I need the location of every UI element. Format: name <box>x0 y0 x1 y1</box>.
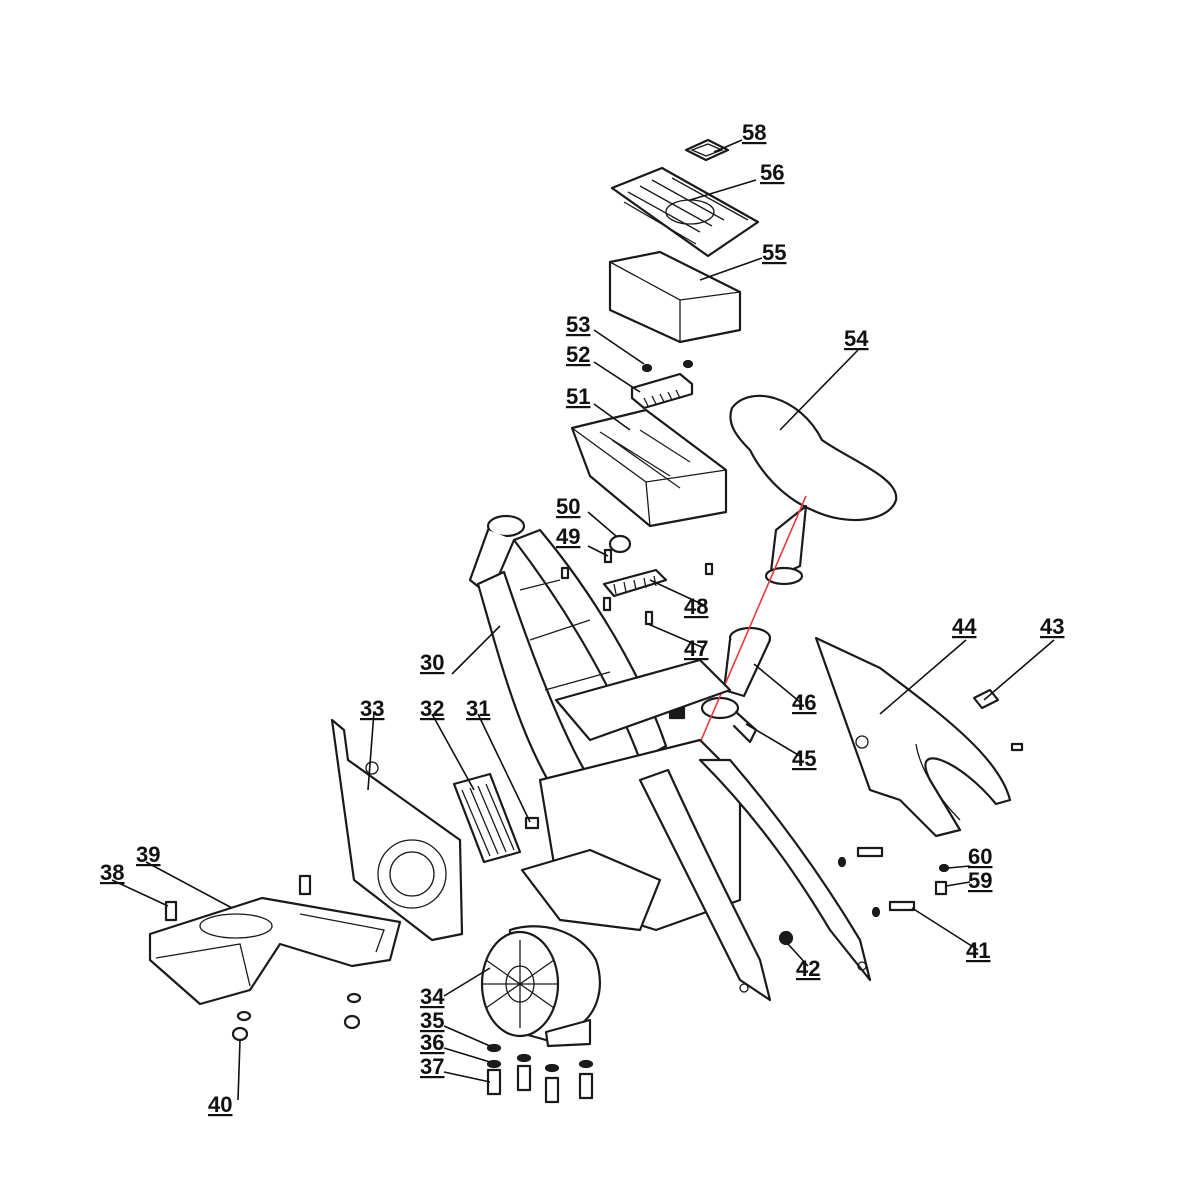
callout-32: 32 <box>420 696 444 721</box>
callout-48: 48 <box>684 594 708 619</box>
callout-43: 43 <box>1040 614 1064 639</box>
part-35-washer <box>486 1043 502 1053</box>
callout-54: 54 <box>844 326 869 351</box>
part-33-side-cover <box>330 718 464 942</box>
callout-42: 42 <box>796 956 820 981</box>
callout-36: 36 <box>420 1030 444 1055</box>
callout-51: 51 <box>566 384 590 409</box>
part-41-axle-bolts <box>837 846 916 918</box>
part-53-nuts <box>641 359 694 373</box>
callout-39: 39 <box>136 842 160 867</box>
callout-58: 58 <box>742 120 766 145</box>
part-44-fender <box>814 636 1012 838</box>
callout-31: 31 <box>466 696 490 721</box>
part-55-battery <box>608 250 742 344</box>
part-56-top-cover <box>610 166 760 258</box>
part-50-knob <box>608 534 632 554</box>
part-46-sleeve <box>722 626 772 698</box>
callout-56: 56 <box>760 160 784 185</box>
callout-30: 30 <box>420 650 444 675</box>
callout-33: 33 <box>360 696 384 721</box>
part-48-controller <box>602 568 668 598</box>
part-60-washer <box>938 863 950 873</box>
part-58-plate <box>684 138 730 162</box>
part-36-washers <box>486 1053 594 1073</box>
part-34-motor <box>480 925 601 1048</box>
part-52-connector <box>630 372 694 410</box>
part-42-nut <box>778 930 794 946</box>
part-51-tray <box>570 408 728 528</box>
part-32-heatsink <box>452 772 522 864</box>
callout-50: 50 <box>556 494 580 519</box>
part-43-light <box>972 688 1024 752</box>
callout-47: 47 <box>684 636 708 661</box>
leader-lines <box>111 139 1055 1101</box>
part-40-nuts <box>231 992 362 1042</box>
callout-60: 60 <box>968 844 992 869</box>
callout-44: 44 <box>952 614 977 639</box>
part-59-screw <box>934 880 948 896</box>
callout-41: 41 <box>966 938 990 963</box>
callout-40: 40 <box>208 1092 232 1117</box>
callout-49: 49 <box>556 524 580 549</box>
callout-34: 34 <box>420 984 445 1009</box>
callout-53: 53 <box>566 312 590 337</box>
callout-46: 46 <box>792 690 816 715</box>
callout-35: 35 <box>420 1008 444 1033</box>
part-39-footboard <box>148 896 402 1006</box>
callout-45: 45 <box>792 746 816 771</box>
part-54-seat <box>729 394 898 586</box>
part-37-bolts <box>486 1064 594 1104</box>
callout-38: 38 <box>100 860 124 885</box>
part-30-frame <box>468 514 872 1002</box>
callout-52: 52 <box>566 342 590 367</box>
part-38-bolts <box>164 874 312 922</box>
part-31-screw <box>524 816 540 830</box>
callout-59: 59 <box>968 868 992 893</box>
callout-37: 37 <box>420 1054 444 1079</box>
callout-55: 55 <box>762 240 786 265</box>
